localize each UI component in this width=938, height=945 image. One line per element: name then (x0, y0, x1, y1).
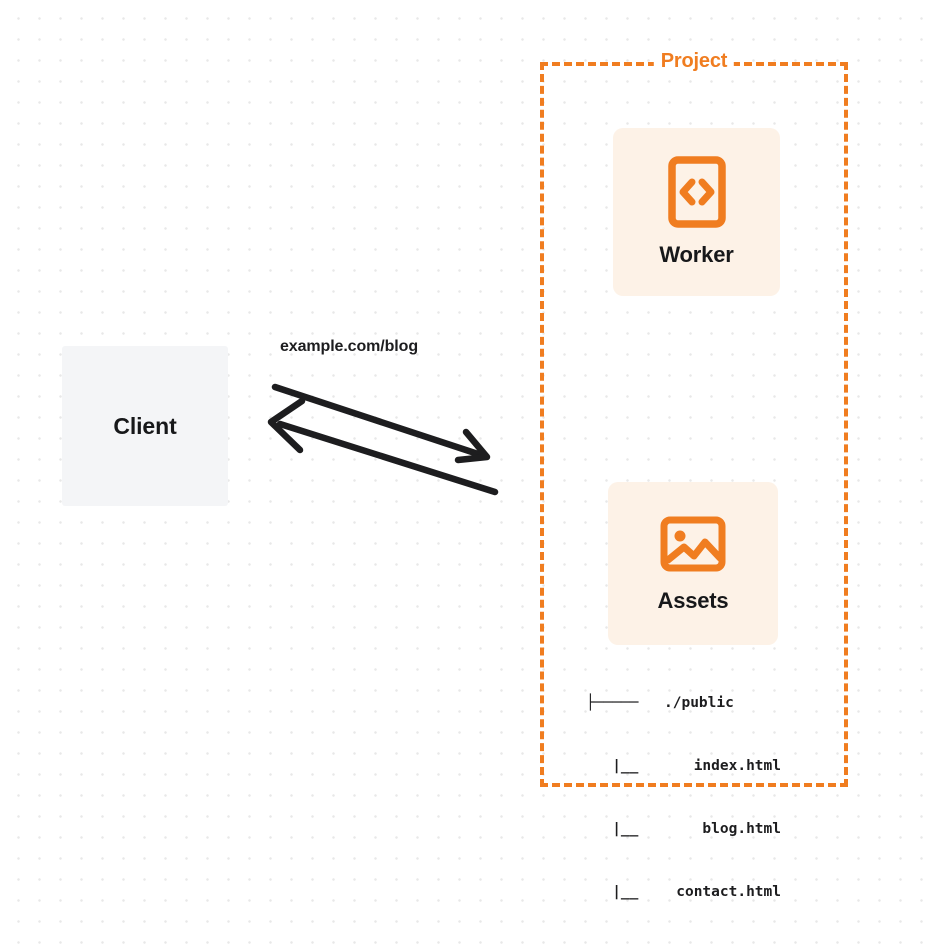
tree-branch-glyph: |__ (586, 758, 639, 774)
code-icon (667, 156, 726, 228)
tree-item-name: index.html (693, 758, 781, 774)
tree-branch-glyph: |__ (586, 884, 639, 900)
request-arrow (271, 383, 491, 464)
image-icon (660, 516, 726, 571)
tree-branch-glyph: |__ (586, 821, 639, 837)
diagram-canvas: Client example.com/blog Project Worker (62, 47, 848, 900)
file-tree-row: ├───── ./public (586, 693, 785, 714)
tree-item-name: contact.html (676, 884, 781, 900)
assets-file-tree: ├───── ./public |__ index.html |__ blog.… (586, 651, 785, 945)
tree-item-name: ./public (664, 695, 734, 711)
response-arrow (267, 397, 499, 496)
worker-card-label: Worker (659, 242, 734, 267)
client-node[interactable]: Client (62, 346, 228, 506)
client-node-label: Client (113, 412, 177, 439)
file-tree-row: |__ blog.html (586, 819, 785, 840)
worker-card[interactable]: Worker (613, 128, 780, 296)
assets-card-label: Assets (657, 587, 729, 613)
file-tree-row: |__ index.html (586, 756, 785, 777)
file-tree-row: |__ contact.html (586, 882, 785, 903)
connection-label: example.com/blog (280, 338, 418, 355)
project-container: Project (540, 47, 848, 787)
tree-branch-glyph: ├───── (586, 695, 639, 711)
assets-card[interactable]: Assets (608, 482, 778, 645)
project-title: Project (653, 47, 735, 75)
tree-item-name: blog.html (702, 821, 781, 837)
